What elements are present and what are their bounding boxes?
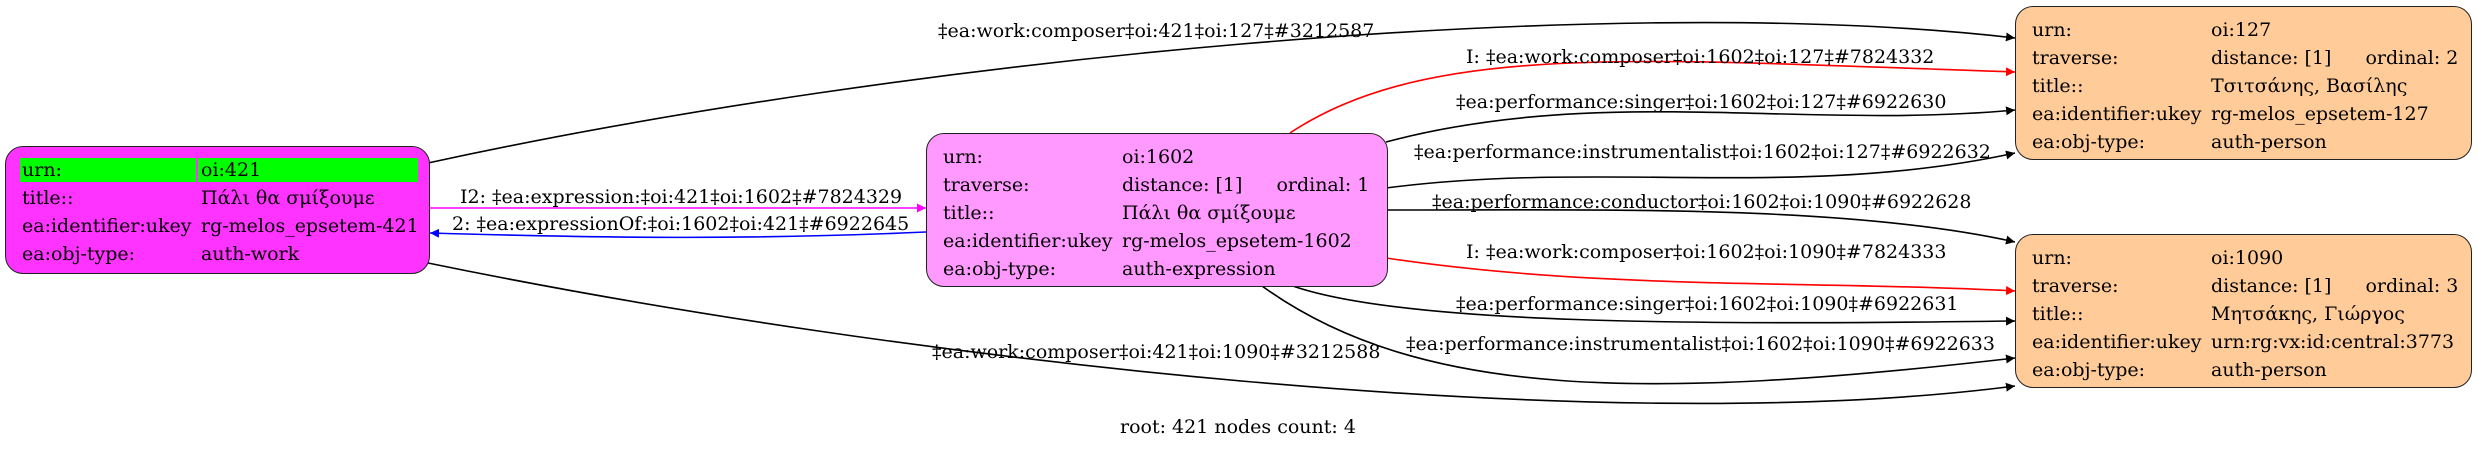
edge-1602-127-instrumentalist[interactable] [1385,150,2016,189]
edge-1602-127-singer[interactable] [1385,106,2016,143]
row-key: traverse: [2032,275,2119,297]
edge-label-421-1602-expression: I2: ‡ea:expression:‡oi:421‡oi:1602‡#7824… [460,186,902,208]
edge-label-1602-127-singer: ‡ea:performance:singer‡oi:1602‡oi:127‡#6… [1456,91,1946,113]
node-work-421[interactable]: urn: oi:421 title:: Πάλι θα σμίξουμε ea:… [5,146,430,274]
row-key: title:: [22,187,74,209]
row-value: auth-person [2211,131,2327,153]
edge-label-1602-1090-instrumentalist: ‡ea:performance:instrumentalist‡oi:1602‡… [1406,333,1995,355]
edge-label-1602-127-instrumentalist: ‡ea:performance:instrumentalist‡oi:1602‡… [1414,141,1991,163]
node-row-urn: urn: oi:421 [20,156,429,184]
row-value: oi:1090 [2211,247,2284,269]
edge-1602-1090-instrumentalist[interactable] [1261,285,2016,385]
edge-421-127-composer[interactable] [427,21,2016,164]
row-key: urn: [943,146,983,168]
row-key: traverse: [2032,47,2119,69]
row-key: title:: [943,202,995,224]
row-key: ea:identifier:ukey [2032,103,2202,125]
edge-label-1602-1090-conductor: ‡ea:performance:conductor‡oi:1602‡oi:109… [1432,191,1971,213]
edge-label-1602-127-composer-inferred: I: ‡ea:work:composer‡oi:1602‡oi:127‡#782… [1466,46,1934,68]
row-value-ordinal: ordinal: 3 [2365,275,2459,297]
node-row-title: title:: Μητσάκης, Γιώργος [2030,300,2471,328]
edge-label-1602-421-expression-of: 2: ‡ea:expressionOf:‡oi:1602‡oi:421‡#692… [452,213,909,235]
row-key: ea:obj-type: [943,258,1057,280]
row-value: Μητσάκης, Γιώργος [2211,303,2405,325]
row-value: rg-melos_epsetem-421 [201,215,419,237]
node-person-127[interactable]: urn: oi:127 traverse: distance: [1] ordi… [2015,6,2472,160]
row-value: Τσιτσάνης, Βασίλης [2211,75,2408,97]
node-row-ukey: ea:identifier:ukey rg-melos_epsetem-421 [20,212,429,240]
edge-421-1090-composer[interactable] [427,262,2016,405]
edge-label-1602-1090-composer-inferred: I: ‡ea:work:composer‡oi:1602‡oi:1090‡#78… [1466,241,1946,263]
node-row-ukey: ea:identifier:ukey urn:rg:vx:id:central:… [2030,328,2471,356]
edge-1602-127-composer-inferred[interactable] [1289,60,2016,134]
row-value: oi:127 [2211,19,2272,41]
edge-1602-1090-composer-inferred[interactable] [1385,257,2016,296]
row-key: ea:identifier:ukey [22,215,192,237]
edge-1602-421-expression-of[interactable] [429,228,927,239]
node-row-obj-type: ea:obj-type: auth-expression [941,255,1387,283]
row-key: urn: [2032,19,2072,41]
node-row-ukey: ea:identifier:ukey rg-melos_epsetem-127 [2030,100,2471,128]
node-row-title: title:: Τσιτσάνης, Βασίλης [2030,72,2471,100]
row-value: auth-work [201,243,300,265]
row-key: ea:identifier:ukey [943,230,1113,252]
edge-label-421-1090-composer: ‡ea:work:composer‡oi:421‡oi:1090‡#321258… [932,341,1380,363]
edge-label-1602-1090-singer: ‡ea:performance:singer‡oi:1602‡oi:1090‡#… [1456,293,1959,315]
row-value: distance: [1] [2211,47,2332,69]
row-key: title:: [2032,303,2084,325]
row-value: auth-expression [1122,258,1276,280]
node-row-ukey: ea:identifier:ukey rg-melos_epsetem-1602 [941,227,1387,255]
row-value: distance: [1] [2211,275,2332,297]
node-row-obj-type: ea:obj-type: auth-person [2030,128,2471,156]
row-key: title:: [2032,75,2084,97]
row-key: ea:identifier:ukey [2032,331,2202,353]
row-value: distance: [1] [1122,174,1243,196]
node-row-title: title:: Πάλι θα σμίξουμε [941,199,1387,227]
node-row-obj-type: ea:obj-type: auth-person [2030,356,2471,384]
row-value: Πάλι θα σμίξουμε [1122,202,1296,224]
node-row-obj-type: ea:obj-type: auth-work [20,240,429,268]
row-value: oi:1602 [1122,146,1195,168]
node-expression-1602[interactable]: urn: oi:1602 traverse: distance: [1] ord… [926,133,1388,287]
edge-1602-1090-singer[interactable] [1289,284,2016,326]
node-row-urn: urn: oi:127 [2030,16,2471,44]
row-key: urn: [2032,247,2072,269]
node-row-urn: urn: oi:1090 [2030,244,2471,272]
row-key: urn: [20,158,196,182]
graph-footer: root: 421 nodes count: 4 [1120,416,1356,438]
row-value: oi:421 [198,158,418,182]
row-value: urn:rg:vx:id:central:3773 [2211,331,2455,353]
node-row-urn: urn: oi:1602 [941,143,1387,171]
edge-label-421-127-composer: ‡ea:work:composer‡oi:421‡oi:127‡#3212587 [938,20,1374,42]
edge-1602-1090-conductor[interactable] [1385,208,2016,245]
row-value: Πάλι θα σμίξουμε [201,187,375,209]
row-value-ordinal: ordinal: 2 [2365,47,2459,69]
node-row-title: title:: Πάλι θα σμίξουμε [20,184,429,212]
node-row-traverse: traverse: distance: [1] ordinal: 2 [2030,44,2471,72]
row-value-ordinal: ordinal: 1 [1276,174,1370,196]
node-person-1090[interactable]: urn: oi:1090 traverse: distance: [1] ord… [2015,234,2472,388]
row-key: traverse: [943,174,1030,196]
node-row-traverse: traverse: distance: [1] ordinal: 3 [2030,272,2471,300]
row-key: ea:obj-type: [2032,359,2146,381]
row-value: auth-person [2211,359,2327,381]
node-row-traverse: traverse: distance: [1] ordinal: 1 [941,171,1387,199]
row-value: rg-melos_epsetem-1602 [1122,230,1352,252]
row-value: rg-melos_epsetem-127 [2211,103,2429,125]
row-key: ea:obj-type: [22,243,136,265]
row-key: ea:obj-type: [2032,131,2146,153]
